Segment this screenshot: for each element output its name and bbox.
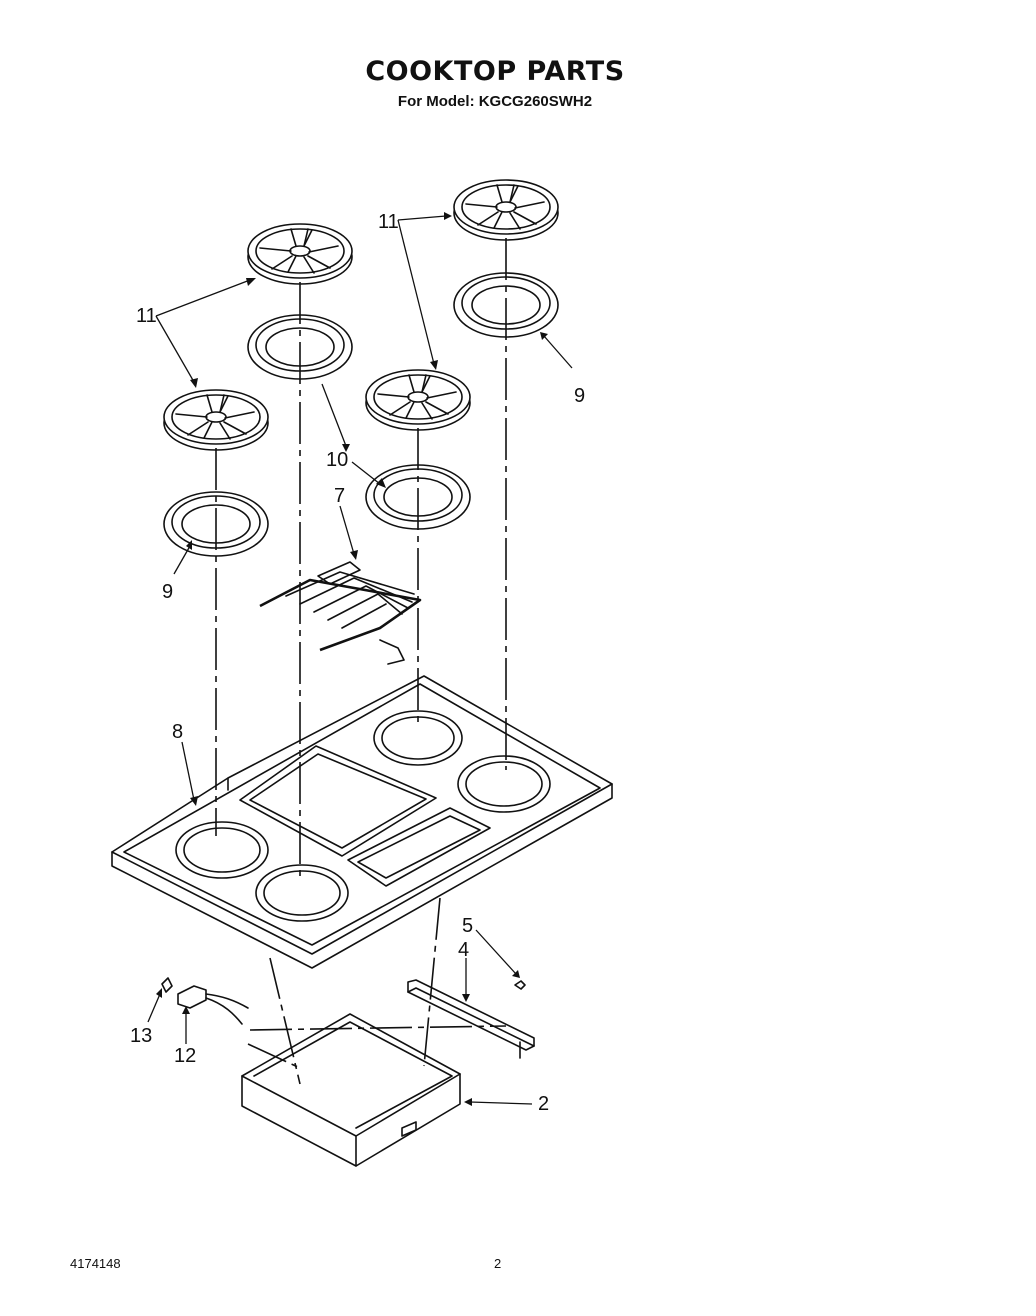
screw	[514, 980, 526, 990]
mounting-bracket	[407, 979, 535, 1059]
burner-box	[241, 1013, 461, 1167]
callout-13: 13	[130, 1025, 152, 1047]
leader-lines	[147, 212, 573, 1106]
grate-middle	[365, 369, 471, 431]
callout-5: 5	[462, 915, 473, 937]
callout-10: 10	[326, 449, 348, 471]
grate-lower-left	[163, 389, 269, 451]
document-number: 4174148	[70, 1256, 121, 1271]
callout-12: 12	[174, 1045, 196, 1067]
callout-labels: 11 11 9 10 7 9 8 5 4 13 12 2	[130, 211, 585, 1115]
callout-2: 2	[538, 1093, 549, 1115]
cooktop-panel	[111, 675, 613, 969]
model-subtitle: For Model: KGCG260SWH2	[397, 93, 593, 110]
assembly-centerlines	[215, 238, 507, 1085]
callout-9-right: 9	[574, 385, 585, 407]
callout-4: 4	[458, 939, 469, 961]
grate-upper-right	[453, 179, 559, 241]
callout-11-left: 11	[136, 305, 157, 327]
page-number: 2	[494, 1256, 502, 1271]
page-title: COOKTOP PARTS	[365, 56, 625, 87]
clip	[161, 977, 173, 993]
grate-upper-left	[247, 223, 353, 285]
receptacle	[177, 985, 249, 1025]
heating-element	[259, 561, 422, 665]
callout-11-right: 11	[378, 211, 399, 233]
callout-7: 7	[334, 485, 345, 507]
callout-9-left: 9	[162, 581, 173, 603]
callout-8: 8	[172, 721, 183, 743]
